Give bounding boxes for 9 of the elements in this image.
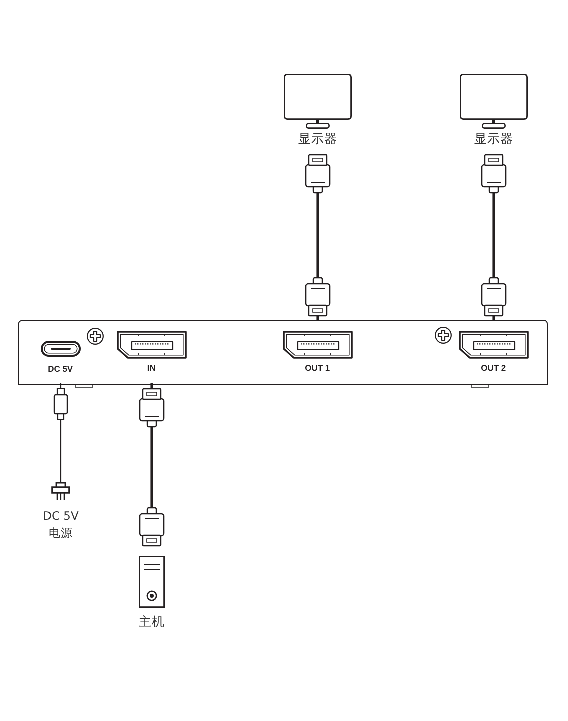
port-label: DC 5V — [47, 364, 74, 374]
device-label: 显示器 — [474, 131, 514, 146]
port-label: OUT 2 — [480, 362, 508, 373]
device-label: DC 5V 电源 — [42, 508, 80, 542]
device-box — [18, 320, 548, 385]
port-label: IN — [146, 362, 157, 373]
port-label: OUT 1 — [304, 362, 332, 373]
device-label: 主机 — [138, 614, 166, 629]
device-label: 显示器 — [298, 131, 338, 146]
